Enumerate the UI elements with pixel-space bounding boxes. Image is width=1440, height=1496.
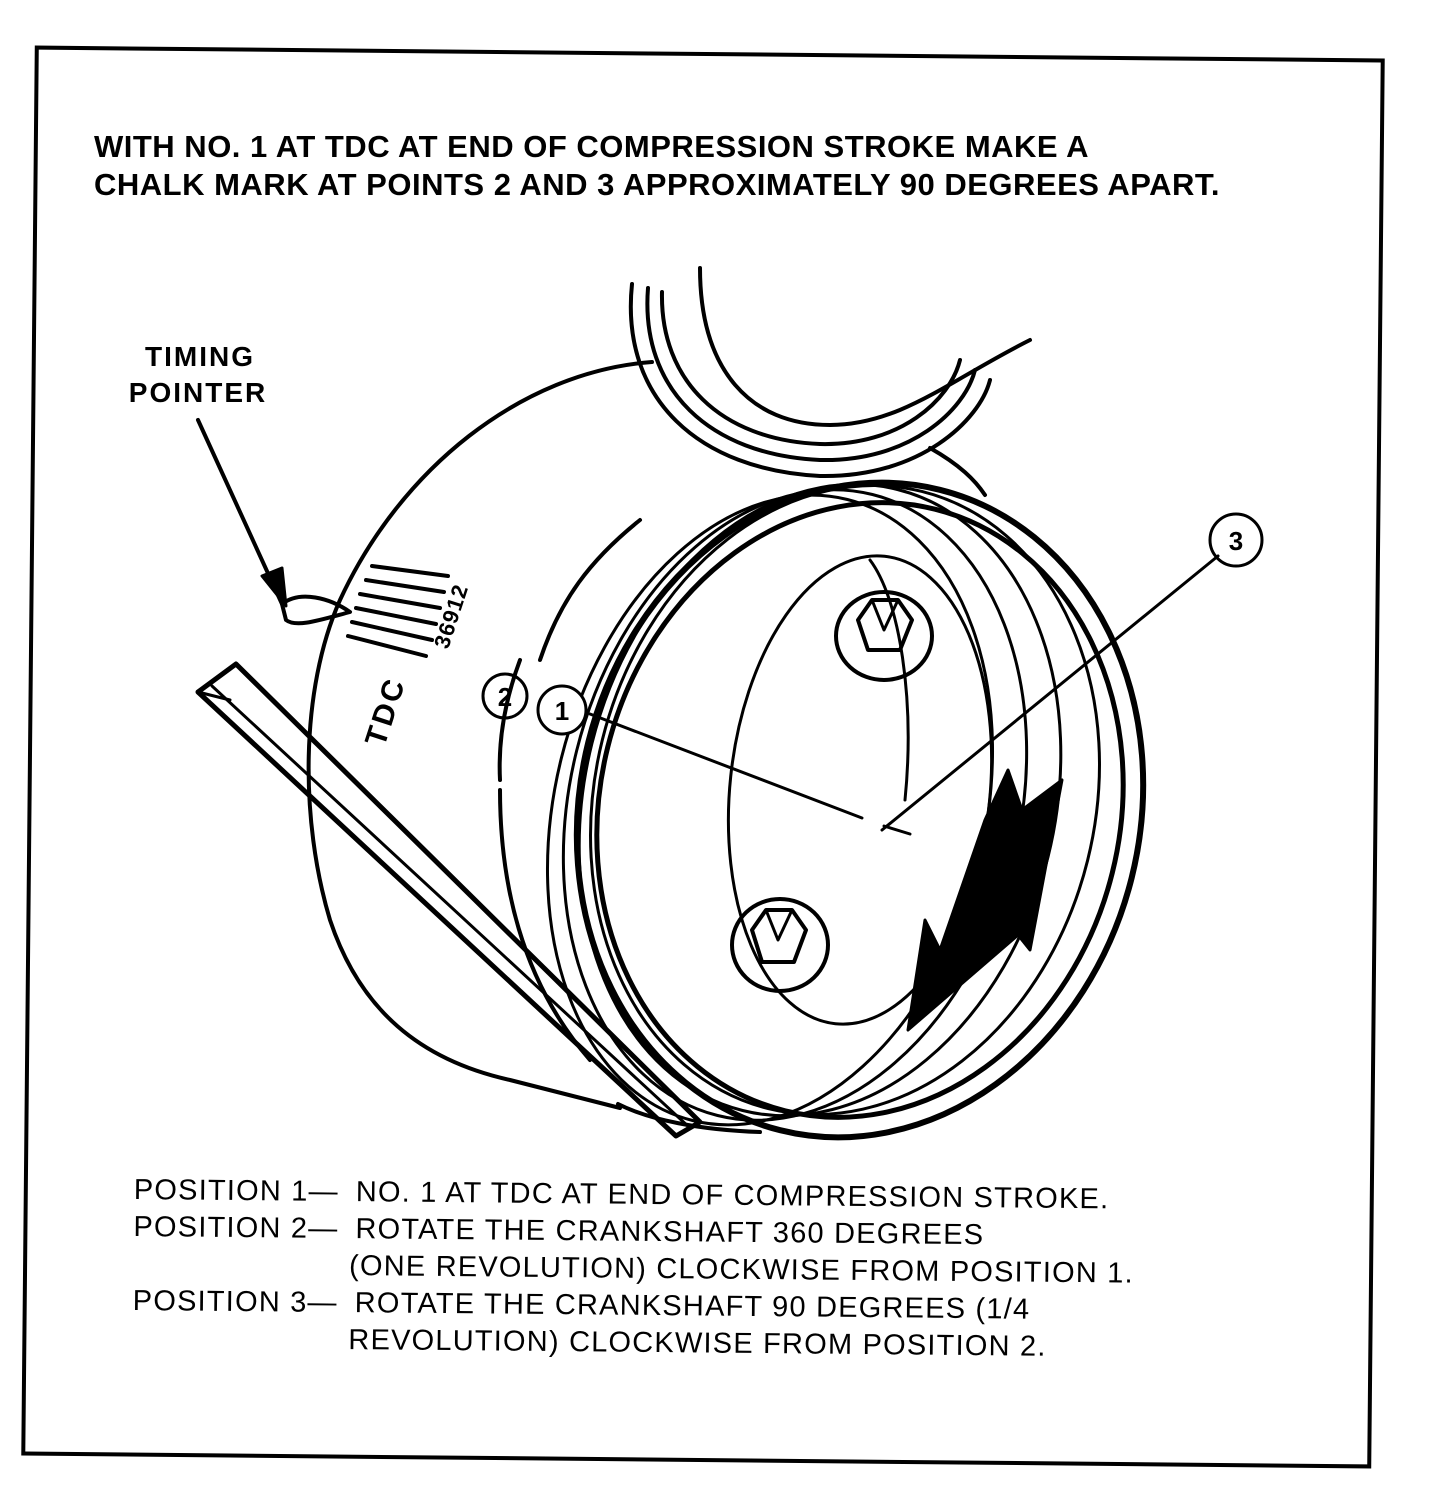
position-legend: POSITION 1— NO. 1 AT TDC AT END OF COMPR… [132, 1172, 1314, 1368]
position-3-head: POSITION 3— [132, 1284, 338, 1319]
harmonic-balancer [306, 360, 987, 1134]
callout-2: 2 [481, 672, 529, 720]
tdc-label: TDC [359, 673, 412, 750]
position-2-head: POSITION 2— [133, 1210, 339, 1245]
upper-belt [628, 266, 1032, 479]
timing-pointer-label-line-2: POINTER [129, 377, 267, 408]
crankshaft-pulley [545, 479, 1147, 1141]
breaker-bar [195, 661, 703, 1139]
timing-scale [346, 564, 450, 658]
instruction-line-1: WITH NO. 1 AT TDC AT END OF COMPRESSION … [94, 129, 1089, 164]
hub-bolt-lower [730, 897, 830, 993]
hub-bolt-upper [834, 590, 934, 682]
callout-3-label: 3 [1229, 526, 1243, 556]
instruction-line-2: CHALK MARK AT POINTS 2 AND 3 APPROXIMATE… [94, 167, 1221, 202]
instruction-text: WITH NO. 1 AT TDC AT END OF COMPRESSION … [94, 128, 1334, 204]
callout-1: 1 [536, 684, 588, 736]
position-2-text: ROTATE THE CRANKSHAFT 360 DEGREES [355, 1213, 985, 1252]
callout-leaders [588, 554, 1220, 836]
timing-pointer [196, 418, 352, 626]
callout-3: 3 [1208, 512, 1264, 568]
callout-2-label: 2 [498, 682, 512, 712]
timing-pointer-label-line-1: TIMING [145, 341, 255, 372]
callout-1-label: 1 [555, 696, 569, 726]
rotation-arrow-icon [906, 768, 1064, 1032]
position-3-text: ROTATE THE CRANKSHAFT 90 DEGREES (1/4 [354, 1287, 1031, 1326]
position-1-head: POSITION 1— [133, 1173, 339, 1208]
